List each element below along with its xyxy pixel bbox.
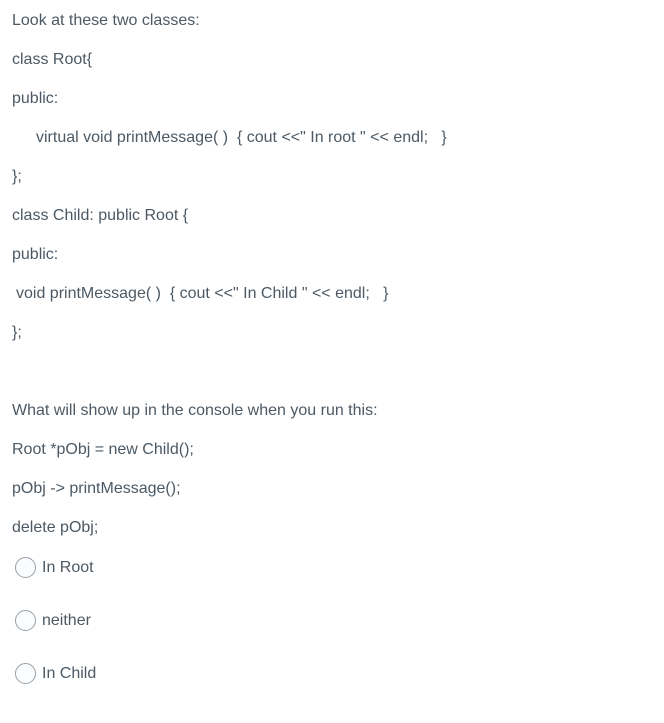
answer-option-neither[interactable]: neither <box>15 610 650 631</box>
code-line-public: public: <box>12 90 59 107</box>
code-line-close-brace: }; <box>12 168 22 185</box>
code-line-root-printmessage: virtual void printMessage( ) { cout <<" … <box>36 129 447 146</box>
code-line-call-printmessage: pObj -> printMessage(); <box>12 480 181 497</box>
code-line-class-root: class Root{ <box>12 51 93 68</box>
answer-option-label: In Child <box>42 665 97 682</box>
radio-button-icon[interactable] <box>15 663 36 684</box>
radio-button-icon[interactable] <box>15 557 36 578</box>
answer-option-label: neither <box>42 612 91 629</box>
answer-option-in-root[interactable]: In Root <box>15 557 650 578</box>
blank-line <box>12 362 650 401</box>
answer-options: In Root neither In Child <box>12 557 650 684</box>
answer-option-label: In Root <box>42 559 94 576</box>
radio-button-icon[interactable] <box>15 610 36 631</box>
answer-option-in-child[interactable]: In Child <box>15 663 650 684</box>
code-line-delete: delete pObj; <box>12 519 99 536</box>
question-intro: Look at these two classes: <box>12 12 200 29</box>
quiz-question-body: Look at these two classes: class Root{ p… <box>12 12 650 684</box>
code-line-close-brace: }; <box>12 324 22 341</box>
question-prompt: What will show up in the console when yo… <box>12 402 378 419</box>
code-line-child-printmessage: void printMessage( ) { cout <<" In Child… <box>16 285 389 302</box>
code-line-new-child: Root *pObj = new Child(); <box>12 441 194 458</box>
code-line-class-child: class Child: public Root { <box>12 207 189 224</box>
code-line-public: public: <box>12 246 59 263</box>
